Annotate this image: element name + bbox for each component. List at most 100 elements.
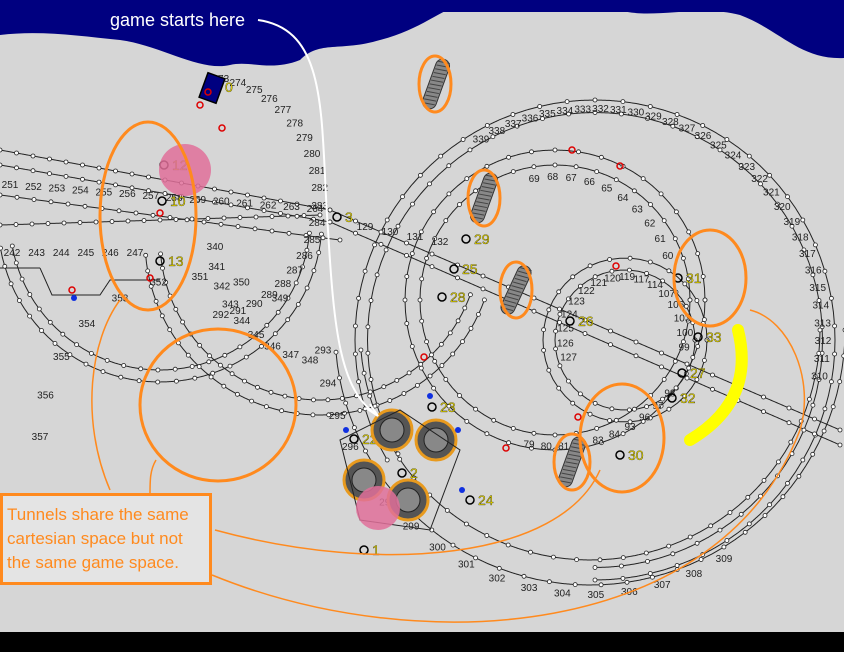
track-node [235, 224, 241, 229]
red-marker [146, 274, 154, 282]
section-label: 329 [645, 112, 662, 123]
track-node [620, 431, 626, 437]
start-arrowhead [365, 403, 379, 417]
section-label: 114 [647, 280, 663, 291]
section-label: 275 [246, 85, 263, 96]
track-node [491, 417, 497, 423]
section-label: 293 [315, 345, 332, 356]
red-marker [204, 88, 212, 96]
track-node [237, 344, 243, 350]
track-node [148, 283, 154, 289]
annotation-ellipse [672, 228, 748, 328]
track-node [685, 318, 691, 324]
checkpoint-ring [449, 264, 459, 274]
track-node [670, 551, 676, 557]
track-node [724, 137, 730, 142]
track-node [30, 153, 36, 159]
track-node [546, 367, 552, 373]
callout-arrow [91, 299, 121, 491]
tunnel-capsule-stripe [502, 303, 515, 308]
track-node [212, 186, 217, 192]
track-node [317, 212, 323, 218]
section-label: 286 [296, 251, 313, 262]
track-node [30, 168, 36, 174]
section-label: 246 [102, 248, 119, 259]
track-node [27, 292, 33, 297]
track-node [644, 404, 649, 410]
track-node [570, 274, 576, 280]
annotation-ellipse [138, 327, 298, 483]
checkpoint-ring [677, 368, 687, 378]
start-gate [198, 71, 226, 105]
track-node [8, 281, 14, 287]
bottom-bar [0, 632, 844, 652]
track-node [832, 323, 837, 329]
track-node [362, 268, 368, 274]
track-node [566, 296, 571, 302]
track-node [829, 379, 834, 385]
track-node [659, 350, 664, 356]
section-label: 62 [644, 219, 656, 230]
track-node [633, 339, 639, 345]
track-node [816, 298, 822, 303]
section-label: 302 [489, 573, 506, 584]
section-label: 256 [119, 189, 136, 200]
track-node [304, 247, 310, 253]
track-node [429, 251, 435, 257]
red-marker [612, 262, 620, 270]
tunnel-capsule-stripe [504, 299, 517, 304]
track-node [221, 383, 227, 389]
section-label: 258 [166, 193, 183, 204]
track-node [822, 268, 828, 274]
track-node [690, 354, 696, 360]
track-node [702, 357, 707, 363]
track-node [608, 342, 613, 348]
track-node [582, 331, 588, 336]
track-node [365, 324, 371, 330]
track-node [746, 521, 752, 527]
section-label: 325 [710, 140, 727, 151]
track-node [414, 382, 420, 388]
track-node [0, 192, 3, 198]
section-label: 355 [53, 352, 70, 363]
track-node [682, 393, 688, 399]
track-node [647, 259, 653, 265]
section-label: 294 [320, 379, 337, 390]
section-label: 317 [799, 249, 816, 260]
section-label: 309 [716, 554, 733, 565]
section-label: 131 [407, 232, 424, 243]
callout-arrow [214, 469, 601, 556]
tunnel-callout: Tunnels share the same cartesian space b… [0, 493, 212, 585]
track-node [700, 274, 706, 279]
section-label: 259 [189, 195, 206, 206]
section-label: 319 [783, 217, 800, 228]
tunnel-capsule-stripe [472, 212, 485, 216]
section-label: 345 [248, 330, 265, 341]
section-label: 323 [738, 162, 755, 173]
track-node [521, 573, 527, 579]
section-label: 300 [429, 542, 446, 553]
track-node [9, 243, 15, 249]
track-node [325, 397, 331, 403]
track-node [368, 298, 374, 303]
track-node [201, 219, 207, 225]
track-node [252, 226, 258, 232]
track-node [113, 182, 118, 188]
track-node [801, 427, 807, 433]
track-node [173, 378, 179, 384]
tunnel-capsule-stripe [514, 277, 527, 283]
track-node [694, 134, 700, 140]
section-label: 284 [309, 218, 326, 229]
section-label: 277 [275, 105, 292, 116]
track-node [572, 582, 578, 587]
section-label: 61 [655, 234, 667, 245]
section-label: 301 [458, 560, 475, 571]
track-node [510, 112, 516, 117]
track-node [547, 579, 552, 585]
section-label: 295 [329, 411, 346, 422]
track-node [36, 306, 42, 312]
track-node [197, 342, 203, 348]
track-node [546, 307, 552, 313]
checkpoint-ring [565, 316, 575, 326]
